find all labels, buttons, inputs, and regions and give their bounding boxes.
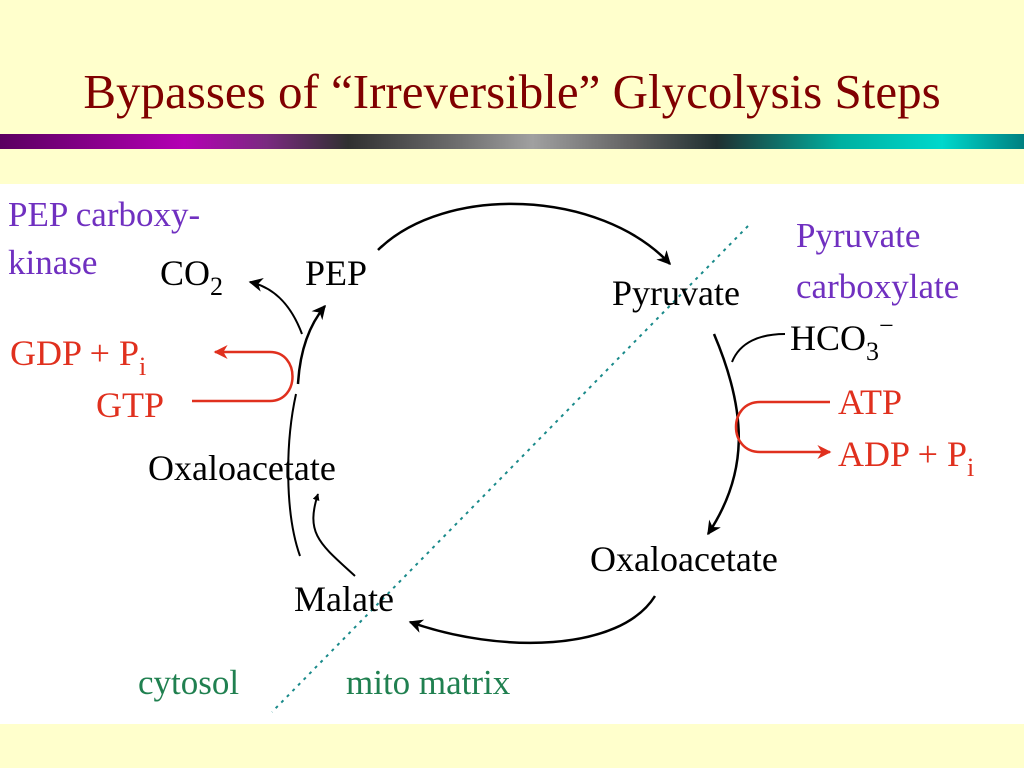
membrane-line xyxy=(271,225,749,713)
slide-title: Bypasses of “Irreversible” Glycolysis St… xyxy=(83,64,941,119)
arrow-atp-to-adp xyxy=(734,400,832,459)
label-pep: PEP xyxy=(305,253,367,293)
label-adp-pi: ADP + Pi xyxy=(838,434,974,482)
enzyme-pc-line1: Pyruvate xyxy=(796,216,920,255)
arrow-gtp-to-gdp xyxy=(192,345,294,403)
arrow-malate-to-oaa xyxy=(312,493,356,577)
enzyme-pepck-line2: kinase xyxy=(8,243,97,282)
arrow-hco3-in xyxy=(731,333,786,363)
arrow-pyruvate-to-oaa xyxy=(706,333,741,536)
enzyme-pepck-line1: PEP carboxy- xyxy=(8,195,200,234)
arrow-to-co2 xyxy=(248,277,303,335)
label-pyruvate: Pyruvate xyxy=(612,273,740,313)
arrow-left-arc xyxy=(287,393,301,557)
label-gtp: GTP xyxy=(96,385,164,425)
enzyme-pc-line2: carboxylate xyxy=(796,267,959,306)
arrow-pep-to-pyruvate xyxy=(377,202,671,266)
pathway-diagram: PEP carboxy- kinase Pyruvate carboxylate… xyxy=(0,184,1024,724)
label-malate: Malate xyxy=(294,579,394,619)
label-gdp-pi: GDP + Pi xyxy=(10,333,146,381)
label-co2: CO2 xyxy=(160,253,223,301)
pathway-svg: PEP carboxy- kinase Pyruvate carboxylate… xyxy=(8,195,974,713)
title-divider xyxy=(0,134,1024,149)
label-atp: ATP xyxy=(838,382,902,422)
arrow-oaa-to-pep xyxy=(296,304,326,385)
arrow-oaa-to-malate xyxy=(408,595,657,645)
label-hco3: HCO3− xyxy=(790,311,894,366)
label-oaa-mito: Oxaloacetate xyxy=(590,539,778,579)
label-mito-matrix: mito matrix xyxy=(346,663,511,702)
label-oaa-cytosol: Oxaloacetate xyxy=(148,448,336,488)
label-cytosol: cytosol xyxy=(138,663,239,702)
